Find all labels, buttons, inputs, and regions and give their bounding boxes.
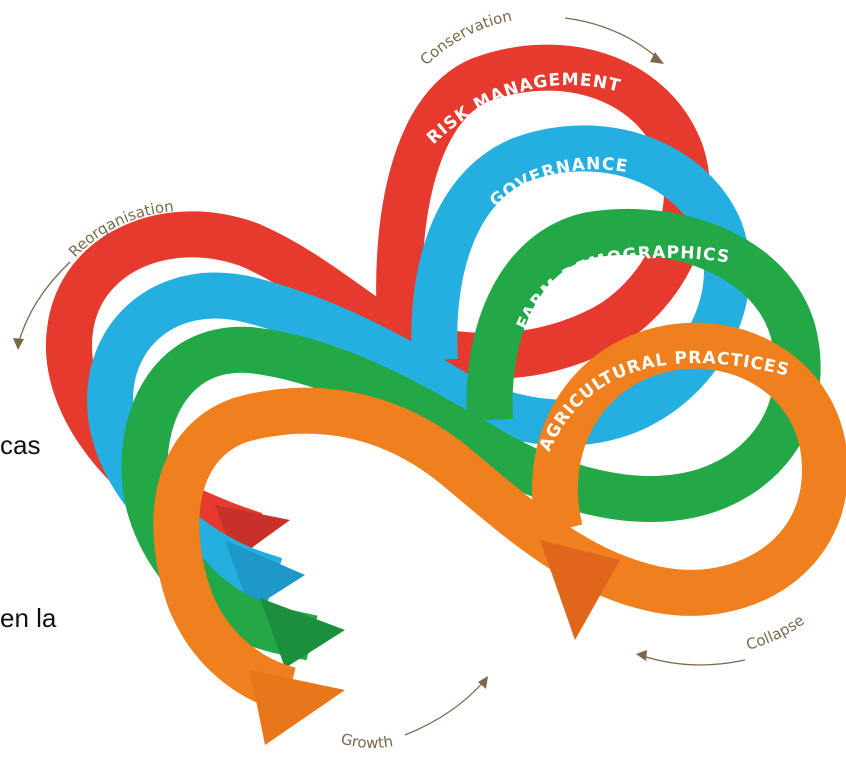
conservation-arrowhead	[650, 52, 664, 64]
band-agricultural-practices-arrowhead-right	[540, 540, 620, 640]
phase-growth: Growth	[339, 730, 394, 752]
reorganisation-arrow	[17, 261, 71, 346]
band-agricultural-practices-arrowhead	[250, 670, 345, 745]
growth-arrow	[404, 679, 486, 736]
phase-collapse: Collapse	[744, 611, 808, 654]
band-risk-management-loop	[45, 44, 711, 557]
conservation-arrow	[564, 17, 661, 61]
band-governance-arrowhead	[225, 540, 305, 610]
slide-text-fragment-en-la: en la	[0, 603, 57, 633]
collapse-arrowhead	[636, 650, 647, 661]
slide-text-fragment-cas: cas	[0, 430, 41, 460]
growth-arrowhead	[478, 676, 488, 689]
band-agricultural-practices	[153, 322, 846, 745]
reorganisation-arrowhead	[13, 338, 24, 350]
band-farm-demographics-arrowhead	[260, 598, 345, 668]
collapse-arrow	[639, 654, 746, 666]
